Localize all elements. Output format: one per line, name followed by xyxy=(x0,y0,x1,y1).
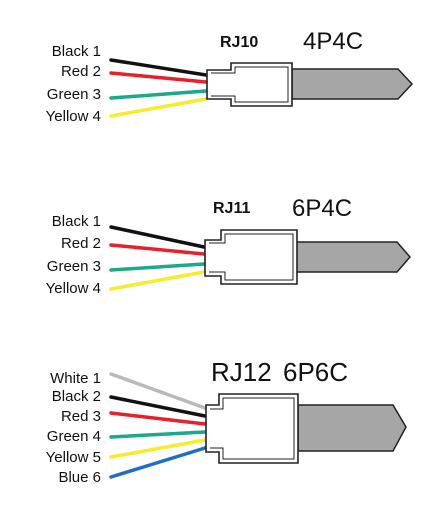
wire-label: Red 3 xyxy=(61,408,101,425)
cable-jacket xyxy=(297,404,407,452)
connector-standard-label: RJ10 xyxy=(220,34,258,51)
connector-rj11: RJ11 6P4C Black 1 Red 2 Green 3 Yellow 4 xyxy=(46,195,411,297)
wire-red xyxy=(109,411,207,426)
wire-label: Yellow 4 xyxy=(46,280,101,297)
connector-config-label: 4P4C xyxy=(303,28,363,55)
wire-label: Blue 6 xyxy=(58,469,101,486)
wire-green xyxy=(109,89,208,100)
wire-label: Red 2 xyxy=(61,63,101,80)
connector-config-label: 6P4C xyxy=(292,195,352,222)
wire-label: Yellow 4 xyxy=(46,108,101,125)
plug-inner-outline xyxy=(211,66,289,103)
rj11-plug xyxy=(204,229,298,285)
wire-red xyxy=(109,243,206,256)
wire-yellow xyxy=(109,97,208,118)
wire-label: Yellow 5 xyxy=(46,449,101,466)
wire-label: Black 1 xyxy=(52,213,101,230)
connector-standard-label: RJ11 xyxy=(213,200,250,217)
connector-rj12: RJ12 6P6C White 1 Black 2 Red 3 Green 4 … xyxy=(46,357,407,486)
rj10-plug xyxy=(206,62,293,107)
wire-red xyxy=(109,71,208,84)
cable-jacket xyxy=(295,241,411,273)
wire-green xyxy=(109,430,207,439)
wire-blue xyxy=(109,446,207,479)
plug-inner-outline xyxy=(209,233,294,281)
connector-config-label: 6P6C xyxy=(283,357,348,387)
cable-jacket xyxy=(291,68,414,100)
plug-inner-outline xyxy=(210,397,295,460)
wire-label: Green 3 xyxy=(47,258,101,275)
wire-label: Red 2 xyxy=(61,235,101,252)
connector-rj10: RJ10 4P4C Black 1 Red 2 Green 3 Yellow 4 xyxy=(46,28,414,125)
wire-black xyxy=(109,225,206,249)
wire-label: Black 1 xyxy=(52,43,101,60)
wire-yellow xyxy=(109,438,207,459)
wire-black xyxy=(109,395,207,418)
wire-black xyxy=(109,58,208,77)
rj12-plug xyxy=(205,393,299,464)
connector-standard-label: RJ12 xyxy=(211,357,272,387)
wire-white xyxy=(109,372,207,410)
wire-label: Green 3 xyxy=(47,86,101,103)
wire-yellow xyxy=(109,270,206,291)
wire-label: White 1 xyxy=(50,370,101,387)
wire-label: Black 2 xyxy=(52,388,101,405)
wire-green xyxy=(109,262,206,272)
wire-label: Green 4 xyxy=(47,428,101,445)
